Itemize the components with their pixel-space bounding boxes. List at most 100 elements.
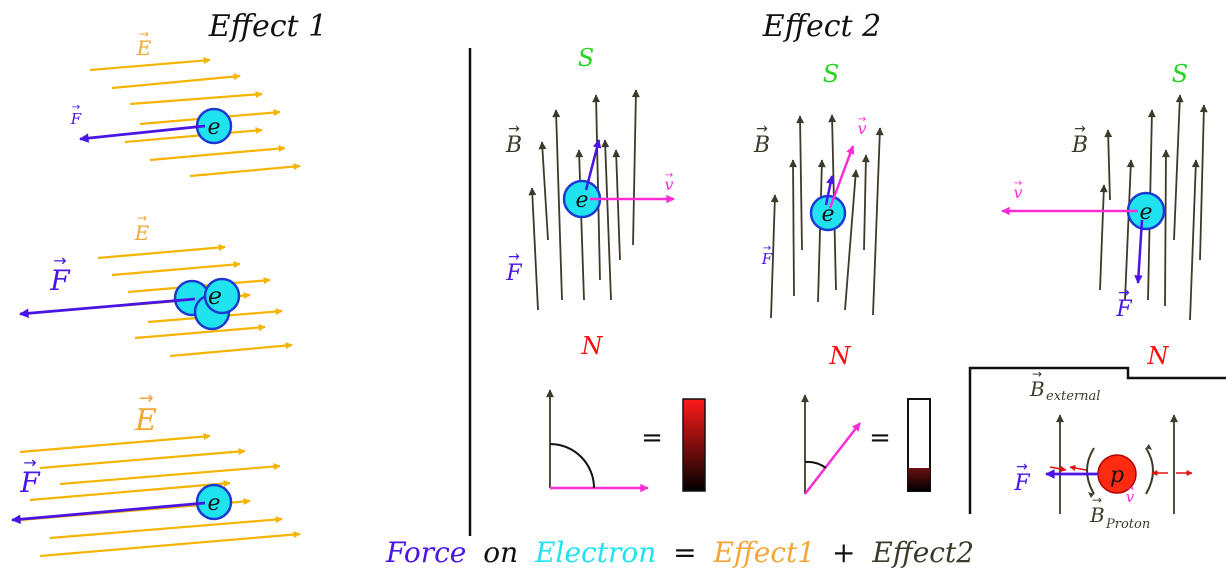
svg-text:F: F	[19, 466, 41, 499]
strength-bar-fill	[908, 468, 930, 491]
vector-arrow-icon: →	[1016, 459, 1028, 475]
force-label: F →	[761, 243, 773, 268]
electric-field-arrows	[89, 57, 301, 178]
vector-arrow-icon: →	[756, 121, 768, 137]
proton-field-line	[1086, 447, 1095, 495]
vector-arrow-icon: →	[138, 388, 153, 409]
electron-label: e	[208, 282, 222, 310]
equation-effect2: Effect2	[871, 536, 974, 569]
inset-force-label: F →	[1013, 459, 1030, 496]
svg-text:B: B	[753, 133, 770, 158]
electron-label: e	[821, 202, 834, 227]
angle-arc	[549, 443, 595, 489]
b-field-label: B →	[1071, 121, 1088, 158]
svg-text:B: B	[505, 133, 522, 158]
vector-arrow-icon: →	[72, 102, 80, 113]
electron-label: e	[575, 188, 588, 213]
equation-on: on	[483, 536, 518, 569]
field-difference-arrow	[1069, 465, 1087, 471]
force-arrow	[79, 124, 206, 143]
vector-arrow-icon: →	[23, 453, 36, 472]
angle-diagram-perpendicular: =	[546, 389, 706, 493]
velocity-label: v →	[857, 114, 866, 138]
magnetic-field-arrows	[770, 114, 884, 319]
south-pole-label: S	[578, 44, 594, 72]
svg-text:E: E	[134, 221, 150, 245]
svg-text:F: F	[505, 261, 522, 286]
angle-arc	[804, 460, 827, 469]
force-arrow	[584, 139, 602, 191]
north-pole-label: N	[829, 342, 852, 370]
proton-label: p	[1110, 463, 1124, 488]
svg-text:v: v	[1126, 488, 1135, 506]
magnetic-field-arrows	[1099, 94, 1208, 321]
force-label: F →	[49, 251, 71, 297]
svg-text:external: external	[1046, 389, 1100, 404]
svg-text:E: E	[136, 36, 152, 60]
vector-arrow-icon: →	[858, 114, 866, 125]
efield-label: E →	[136, 27, 152, 60]
proton-field-line	[1145, 447, 1154, 495]
equation-effect1: Effect1	[713, 536, 816, 569]
vector-arrow-icon: →	[137, 211, 147, 225]
vector-arrow-icon: →	[665, 170, 673, 181]
proton-field-arrowhead	[1088, 492, 1094, 498]
effect1-panel-3: E → e F →	[11, 388, 301, 558]
vector-arrow-icon: →	[508, 121, 520, 137]
vector-arrow-icon: →	[139, 27, 149, 41]
efield-label: E →	[134, 388, 157, 438]
field-difference-arrow	[1049, 466, 1067, 472]
force-arrow	[19, 297, 196, 319]
strength-bar-full	[682, 398, 706, 492]
vector-arrow-icon: →	[53, 251, 66, 270]
effect1-title: Effect 1	[208, 9, 327, 44]
south-pole-label: S	[823, 60, 839, 88]
vector-arrow-icon: →	[1126, 484, 1134, 494]
svg-text:v: v	[664, 175, 673, 194]
electron-label: e	[207, 491, 220, 516]
equation-plus: +	[832, 536, 855, 569]
effect2-panel-3: S B → e v → F → N	[1001, 60, 1208, 370]
vector-arrow-icon: →	[1092, 493, 1102, 507]
electron-label: e	[207, 115, 220, 140]
force-arrow	[824, 175, 835, 206]
force-label: F →	[19, 453, 41, 499]
proton-inset: B → external p F → v → B → Proton	[968, 366, 1226, 532]
effect1-panel-1: E → e F →	[70, 27, 301, 178]
equals-sign: =	[869, 423, 891, 453]
vector-arrow-icon: →	[1074, 121, 1086, 137]
south-pole-label: S	[1172, 60, 1188, 88]
equation-electron: Electron	[534, 536, 656, 569]
effect1-panel-2: E → e F →	[19, 211, 293, 358]
proton-field-arrowhead	[1146, 444, 1152, 450]
summary-equation: Force on Electron = Effect1 + Effect2	[385, 536, 974, 569]
svg-text:E: E	[134, 403, 157, 438]
equals-sign: =	[641, 423, 663, 453]
electron-label: e	[1139, 200, 1152, 225]
vector-arrow-icon: →	[1032, 367, 1042, 381]
force-label: F →	[1115, 285, 1132, 322]
svg-text:F: F	[1013, 471, 1030, 496]
vector-arrow-icon: →	[508, 249, 520, 265]
electron	[195, 483, 233, 521]
inset-velocity-label: v →	[1126, 484, 1135, 506]
svg-text:Proton: Proton	[1105, 517, 1150, 532]
equation-force: Force	[385, 536, 466, 569]
svg-text:v: v	[857, 119, 866, 138]
efield-label: E →	[134, 211, 150, 245]
b-field-label: B →	[753, 121, 770, 158]
vector-arrow-icon: →	[1014, 178, 1022, 189]
force-label: F →	[70, 102, 82, 128]
force-arrow	[11, 501, 206, 524]
svg-text:B: B	[1089, 503, 1105, 527]
vector-arrow-icon: →	[763, 243, 771, 254]
force-arrow	[1134, 219, 1144, 284]
force-label: F →	[505, 249, 522, 286]
electric-field-arrows	[19, 433, 301, 558]
velocity-direction-arrow	[804, 422, 861, 495]
svg-text:F: F	[49, 264, 71, 297]
magnetic-field-arrows	[528, 89, 640, 311]
svg-text:B: B	[1029, 377, 1045, 401]
equation-equals: =	[673, 536, 696, 569]
